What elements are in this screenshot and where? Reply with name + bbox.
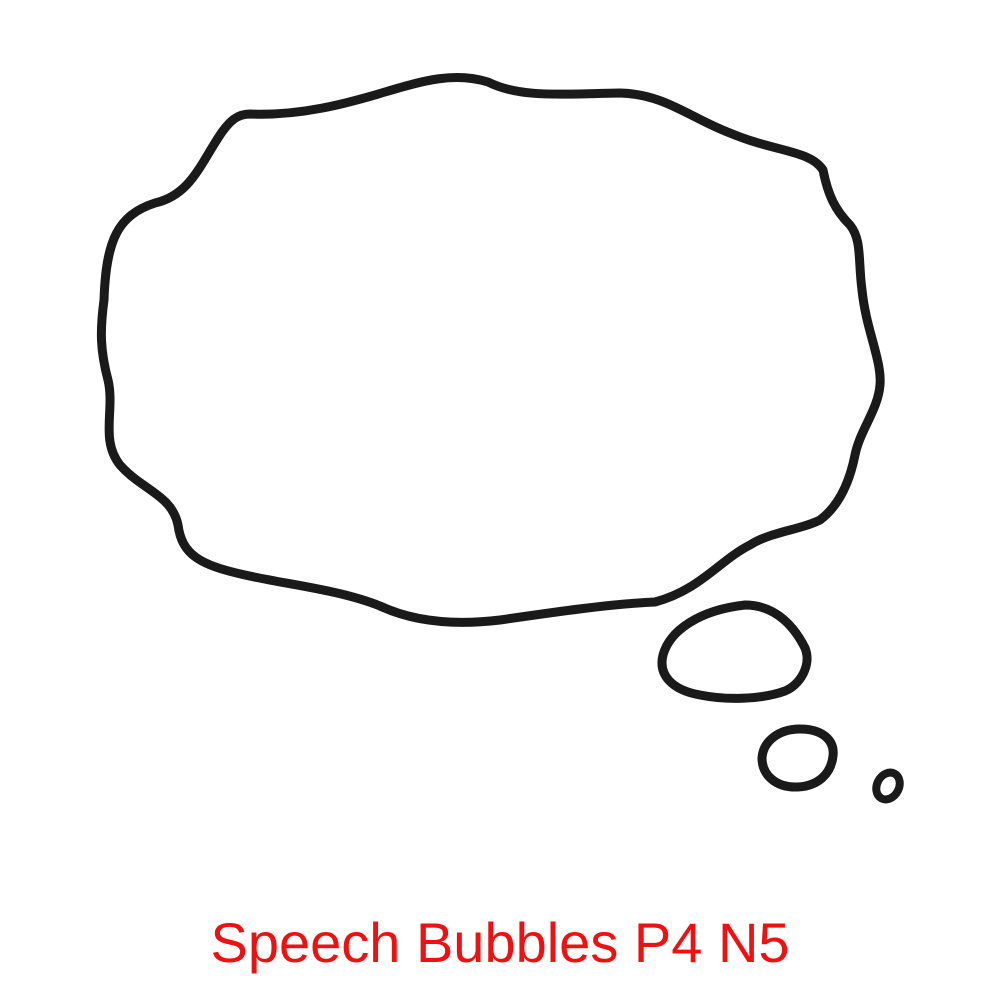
main-thought-bubble	[96, 73, 885, 627]
caption-label: Speech Bubbles P4 N5	[210, 911, 790, 974]
thought-trail-bubble-medium	[757, 724, 838, 792]
thought-trail-bubble-small	[872, 768, 904, 804]
thought-trail-bubble-large	[657, 600, 812, 703]
